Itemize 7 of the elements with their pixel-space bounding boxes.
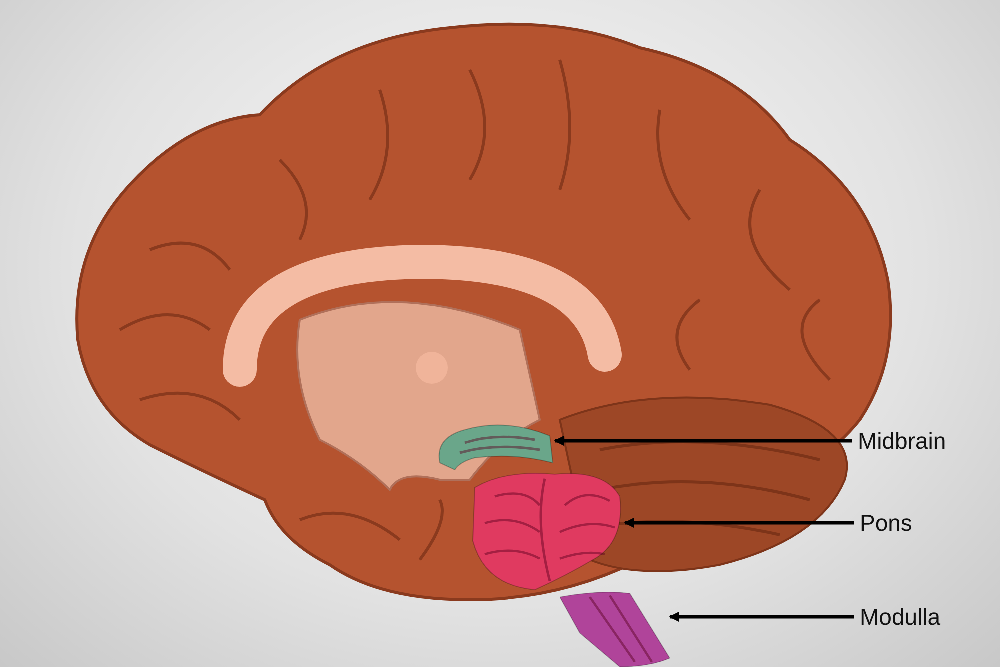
part-label: Pons — [860, 510, 912, 536]
leader-line — [554, 436, 852, 446]
part-label: Midbrain — [858, 428, 946, 454]
medulla-drawing — [560, 590, 670, 667]
leader-line — [624, 518, 854, 528]
leader-line — [669, 612, 854, 622]
part-label: Modulla — [860, 604, 941, 630]
